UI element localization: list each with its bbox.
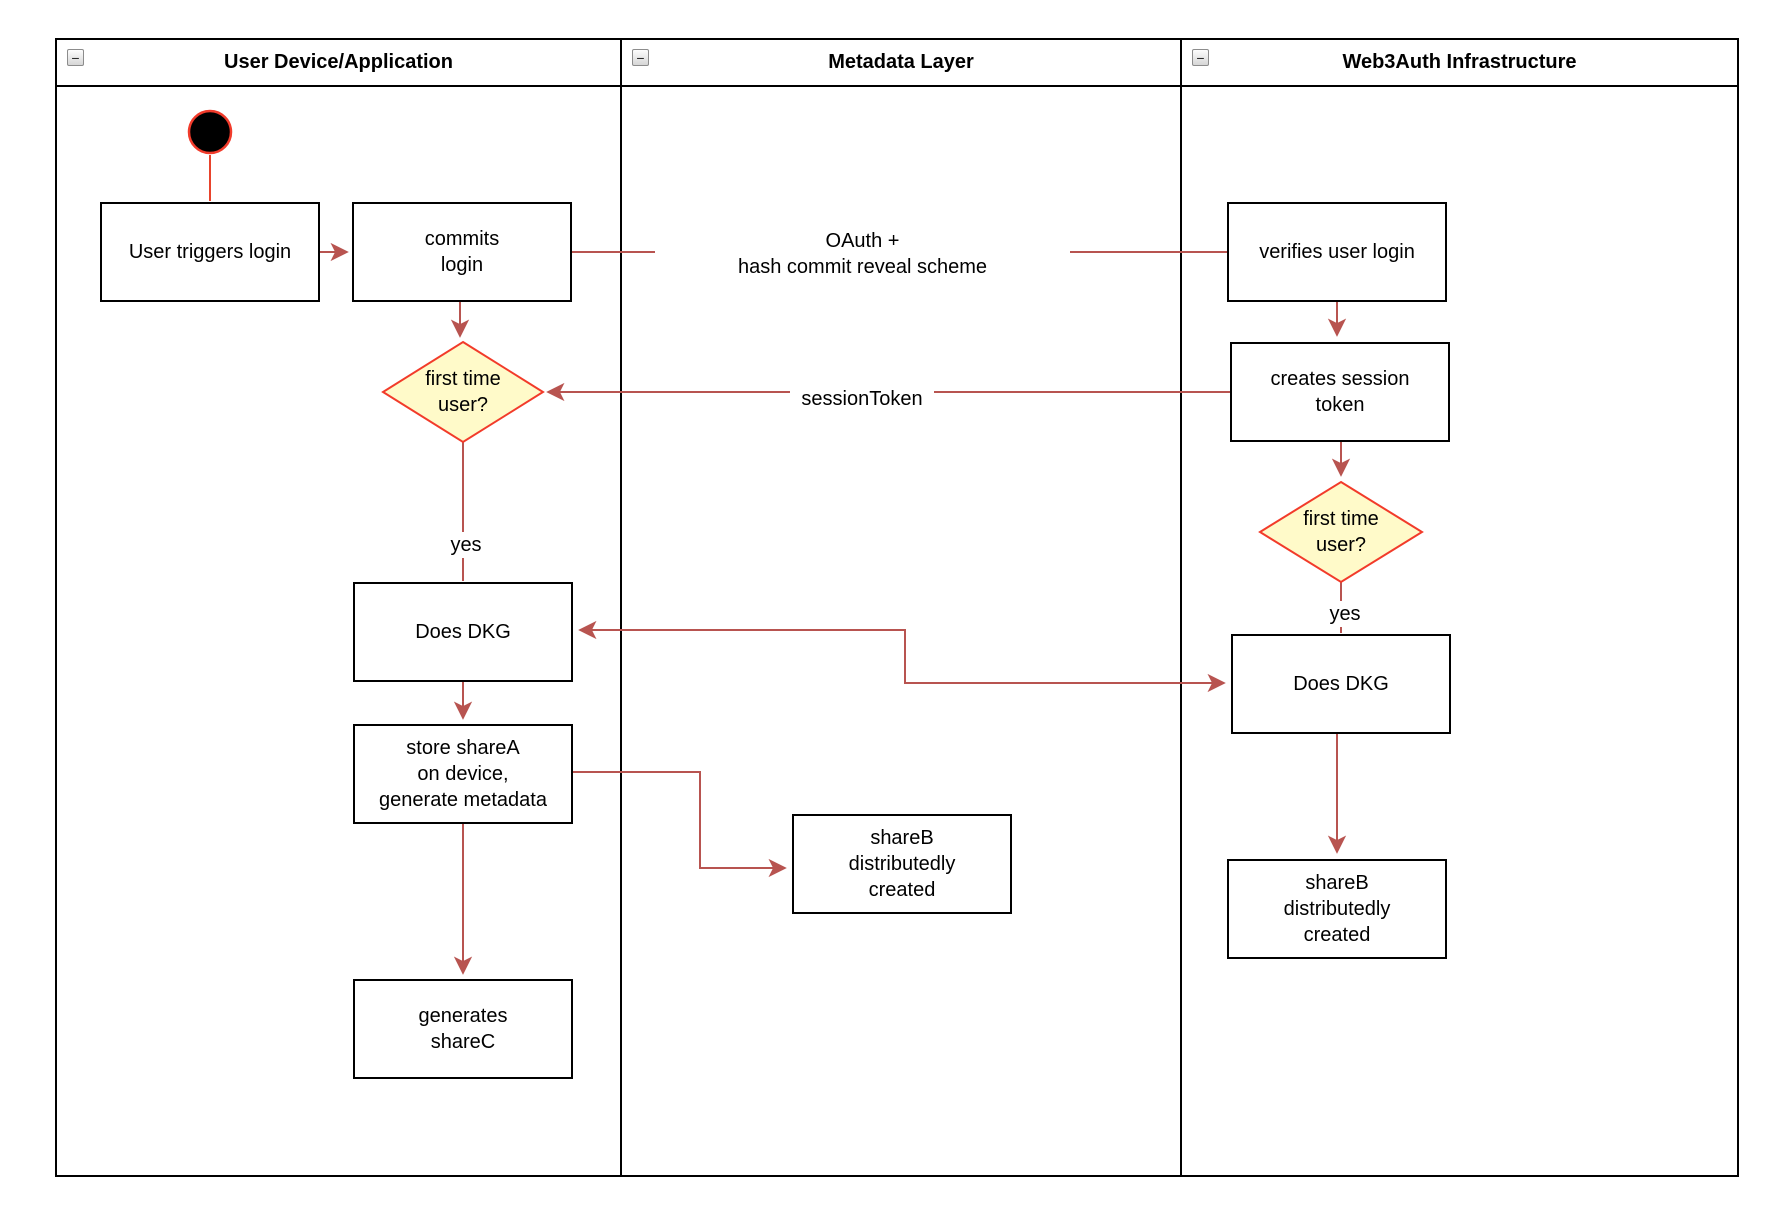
node-commits-login: commits login bbox=[352, 202, 572, 302]
edge-label-oauth-hash-commit: OAuth + hash commit reveal scheme bbox=[655, 228, 1070, 280]
collapse-lane-icon[interactable]: − bbox=[67, 49, 84, 66]
collapse-lane-icon[interactable]: − bbox=[632, 49, 649, 66]
node-store-sharea: store shareA on device, generate metadat… bbox=[353, 724, 573, 824]
swimlane-pool: User Device/Application Metadata Layer W… bbox=[55, 38, 1739, 1177]
lane-divider-2 bbox=[1180, 40, 1182, 1175]
node-shareb-infra: shareB distributedly created bbox=[1227, 859, 1447, 959]
decision-first-time-user-infra bbox=[1258, 480, 1424, 584]
decision-first-time-user-device bbox=[381, 340, 545, 444]
edge-doesdkg-device-infra-bidirectional bbox=[578, 620, 1226, 693]
node-does-dkg-device: Does DKG bbox=[353, 582, 573, 682]
lane-title-web3auth-infrastructure: Web3Auth Infrastructure bbox=[1342, 51, 1577, 73]
node-shareb-metadata: shareB distributedly created bbox=[792, 814, 1012, 914]
lane-header-underline bbox=[57, 85, 1737, 87]
node-verifies-user-login: verifies user login bbox=[1227, 202, 1447, 302]
lane-divider-1 bbox=[620, 40, 622, 1175]
node-generates-sharec: generates shareC bbox=[353, 979, 573, 1079]
edge-storesharea-to-shareb-metadata bbox=[573, 771, 787, 878]
node-creates-session-token: creates session token bbox=[1230, 342, 1450, 442]
edge-label-sessiontoken: sessionToken bbox=[790, 386, 934, 412]
decision-label-first-time-user-infra: first time user? bbox=[1303, 508, 1379, 556]
lane-title-user-device: User Device/Application bbox=[224, 51, 453, 73]
decision-label-first-time-user-device: first time user? bbox=[425, 368, 501, 416]
node-does-dkg-infra: Does DKG bbox=[1231, 634, 1451, 734]
edge-label-yes-device: yes bbox=[441, 532, 491, 558]
collapse-lane-icon[interactable]: − bbox=[1192, 49, 1209, 66]
edge-label-yes-infra: yes bbox=[1320, 601, 1370, 627]
lane-title-metadata-layer: Metadata Layer bbox=[828, 51, 974, 73]
node-user-triggers-login: User triggers login bbox=[100, 202, 320, 302]
start-node bbox=[187, 109, 233, 155]
